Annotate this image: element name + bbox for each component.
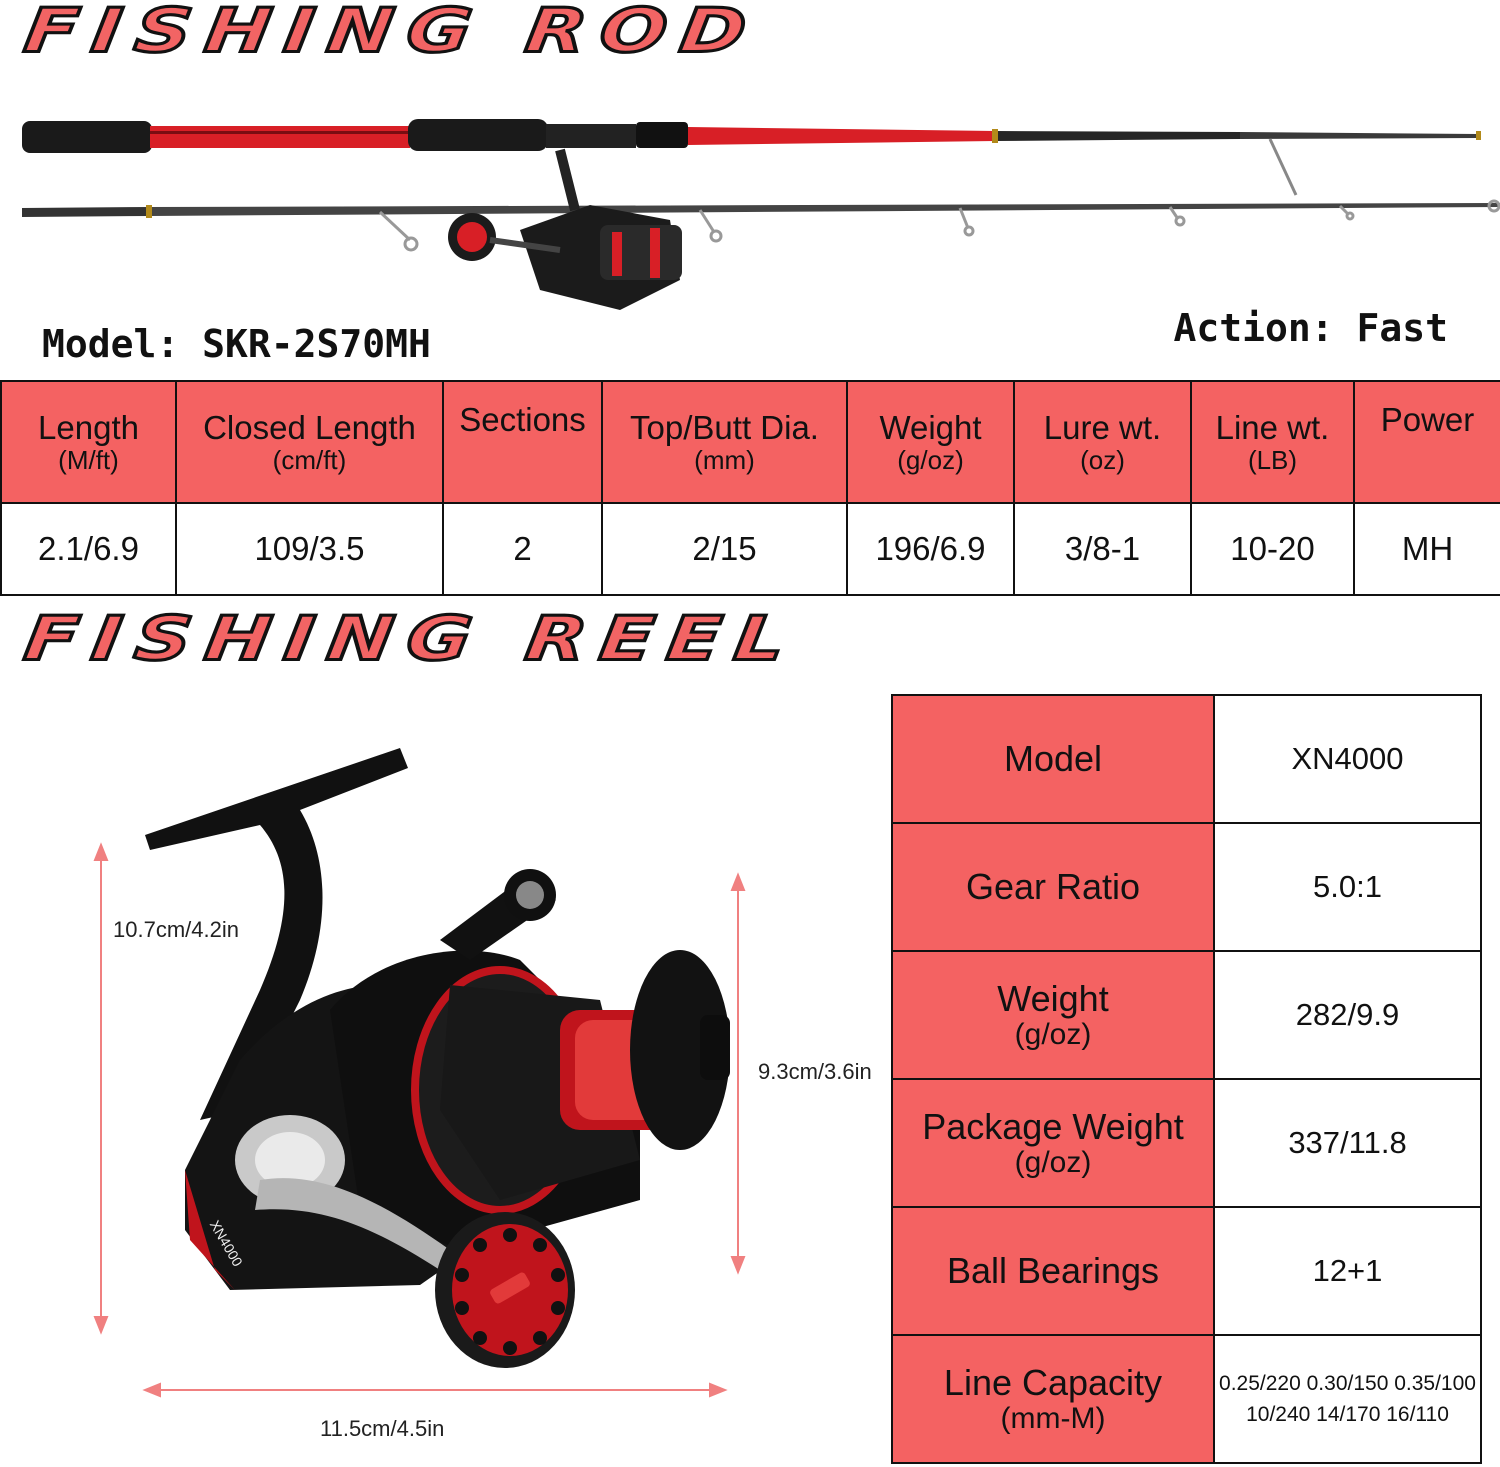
reel-spec-label: Weight(g/oz) <box>891 950 1215 1080</box>
rod-spec-value: 2.1/6.9 <box>0 502 177 596</box>
reel-depth-dimension: 9.3cm/3.6in <box>758 1059 872 1084</box>
rod-spec-header: Top/Butt Dia.(mm) <box>601 380 848 504</box>
rod-spec-table: Length(M/ft) Closed Length(cm/ft) Sectio… <box>0 380 1500 596</box>
rod-spec-header: Line wt.(LB) <box>1190 380 1355 504</box>
reel-spec-value: 337/11.8 <box>1213 1078 1482 1208</box>
reel-spec-row: Model XN4000 <box>891 694 1482 824</box>
rod-blank-red <box>150 126 410 148</box>
rod-spec-value: 2 <box>442 502 603 596</box>
reel-spec-table: Model XN4000 Gear Ratio 5.0:1 Weight(g/o… <box>891 694 1482 1464</box>
rod-spec-value: 196/6.9 <box>846 502 1015 596</box>
small-reel <box>448 148 682 310</box>
reel-spec-label: Model <box>891 694 1215 824</box>
rod-spec-header: Power <box>1353 380 1500 504</box>
rod-spec-value-row: 2.1/6.9 109/3.5 2 2/15 196/6.9 3/8-1 10-… <box>0 502 1500 596</box>
reel-section-title: FISHING REEL <box>18 602 805 676</box>
rod-spec-value: MH <box>1353 502 1500 596</box>
reel-spec-row: Gear Ratio 5.0:1 <box>891 822 1482 952</box>
rod-action-label: Action: Fast <box>1173 306 1448 350</box>
rod-spec-header: Length(M/ft) <box>0 380 177 504</box>
rod-fore-grip <box>408 119 548 151</box>
reel-spec-label: Package Weight(g/oz) <box>891 1078 1215 1208</box>
reel-width-dimension: 11.5cm/4.5in <box>320 1416 445 1441</box>
rod-spec-header: Sections <box>442 380 603 504</box>
reel-spec-row: Line Capacity(mm-M) 0.25/220 0.30/150 0.… <box>891 1334 1482 1464</box>
rod-spec-header: Closed Length(cm/ft) <box>175 380 444 504</box>
rod-spec-header: Weight(g/oz) <box>846 380 1015 504</box>
rod-spec-value: 10-20 <box>1190 502 1355 596</box>
reel-body-print: XN4000 <box>207 1217 246 1269</box>
reel-spec-row: Package Weight(g/oz) 337/11.8 <box>891 1078 1482 1208</box>
reel-spec-label: Gear Ratio <box>891 822 1215 952</box>
reel-spec-label: Line Capacity(mm-M) <box>891 1334 1215 1464</box>
rod-spec-value: 3/8-1 <box>1013 502 1192 596</box>
rod-spec-header: Lure wt.(oz) <box>1013 380 1192 504</box>
reel-height-dimension: 10.7cm/4.2in <box>113 917 239 942</box>
reel-spec-value: XN4000 <box>1213 694 1482 824</box>
reel-spec-value: 12+1 <box>1213 1206 1482 1336</box>
reel-spec-row: Ball Bearings 12+1 <box>891 1206 1482 1336</box>
rod-and-reel-image <box>22 119 1500 310</box>
rod-spec-header-row: Length(M/ft) Closed Length(cm/ft) Sectio… <box>0 380 1500 504</box>
reel-spec-label: Ball Bearings <box>891 1206 1215 1336</box>
reel-spec-value: 0.25/220 0.30/150 0.35/100 10/240 14/170 … <box>1213 1334 1482 1464</box>
rod-model-label: Model: SKR-2S70MH <box>42 322 431 366</box>
reel-spec-row: Weight(g/oz) 282/9.9 <box>891 950 1482 1080</box>
line-capacity-braid: 10/240 14/170 16/110 <box>1246 1403 1449 1426</box>
reel-spec-value: 282/9.9 <box>1213 950 1482 1080</box>
line-capacity-mono: 0.25/220 0.30/150 0.35/100 <box>1219 1371 1476 1395</box>
rod-spec-value: 109/3.5 <box>175 502 444 596</box>
rod-butt-grip <box>22 121 152 153</box>
reel-spec-value: 5.0:1 <box>1213 822 1482 952</box>
rod-spec-value: 2/15 <box>601 502 848 596</box>
